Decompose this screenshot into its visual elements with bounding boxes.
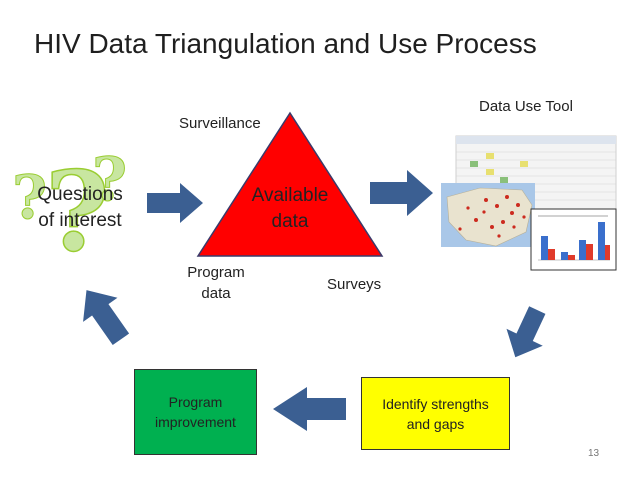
available-data-label: Available data: [238, 183, 342, 235]
program-data-line1: Program: [174, 262, 258, 283]
program-improvement-box: Program improvement: [134, 369, 257, 455]
program-data-label: Program data: [174, 262, 258, 304]
arrow-down-left: [497, 302, 555, 366]
arrow-left: [273, 387, 346, 431]
questions-line2: of interest: [22, 208, 138, 234]
surveillance-label: Surveillance: [179, 115, 261, 132]
available-data-line2: data: [238, 209, 342, 235]
arrow-up-left: [69, 278, 138, 351]
data-use-tool-screenshot: [441, 136, 616, 270]
arrow-right-2: [370, 170, 433, 216]
arrow-right-1: [147, 183, 203, 223]
identify-line2: and gaps: [382, 414, 489, 434]
identify-strengths-box: Identify strengths and gaps: [361, 377, 510, 450]
program-improvement-line2: improvement: [155, 412, 236, 432]
page-number: 13: [588, 448, 599, 459]
questions-of-interest-label: Questions of interest: [22, 182, 138, 234]
questions-line1: Questions: [22, 182, 138, 208]
identify-line1: Identify strengths: [382, 394, 489, 414]
surveys-label: Surveys: [327, 276, 381, 293]
program-improvement-line1: Program: [155, 392, 236, 412]
program-data-line2: data: [174, 283, 258, 304]
available-data-line1: Available: [238, 183, 342, 209]
data-use-tool-label: Data Use Tool: [479, 98, 573, 115]
